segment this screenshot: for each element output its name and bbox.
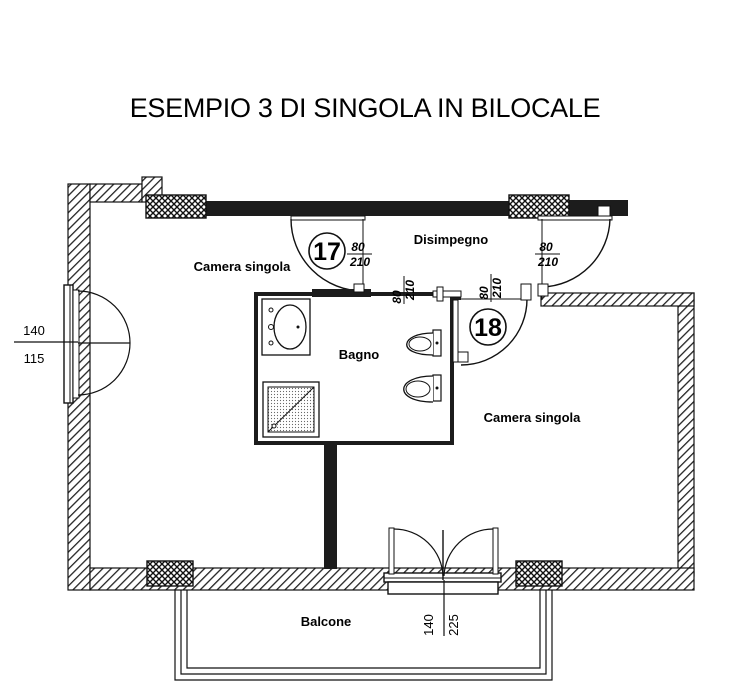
door-17-number: 17 (313, 238, 341, 266)
door-bagno-width: 80 (390, 290, 404, 304)
exterior-walls (67, 176, 695, 591)
window-left-width: 140 (23, 323, 45, 338)
bathroom-top-wall-right (371, 292, 434, 296)
door-bagno (432, 286, 462, 302)
pillar-top-right (508, 194, 570, 219)
wall-top (206, 201, 511, 216)
interior-walls (254, 292, 461, 569)
plan-title: ESEMPIO 3 DI SINGOLA IN BILOCALE (130, 93, 601, 123)
window-balcony-height: 225 (446, 614, 461, 636)
wall-right (677, 292, 695, 577)
room-bagno: Bagno (339, 347, 380, 362)
sink-icon (261, 298, 311, 356)
door-17-badge (308, 232, 346, 270)
pillar-bottom-left (146, 560, 194, 587)
window-balcony-width: 140 (421, 614, 436, 636)
pillar-bottom-right (515, 560, 563, 587)
door-18 (452, 283, 532, 366)
door-disimpegno-height: 210 (537, 255, 558, 269)
room-disimpegno: Disimpegno (414, 232, 488, 247)
bathroom-left-wall (254, 292, 258, 445)
balcony-railing (174, 590, 553, 681)
door-bagno-height: 210 (403, 280, 417, 301)
door-18-badge (469, 308, 507, 346)
wall-partition (324, 443, 337, 569)
door-17-height: 210 (349, 255, 370, 269)
door-18-width: 80 (477, 286, 491, 300)
pillar-top-left (145, 194, 207, 219)
bidet-icon (403, 374, 442, 403)
door-disimpegno (537, 205, 613, 300)
door-17 (290, 215, 371, 297)
toilet-icon (406, 329, 442, 357)
bathroom-bottom-wall (254, 441, 454, 445)
room-camera-left: Camera singola (194, 259, 292, 274)
door-18-number: 18 (474, 314, 502, 342)
bathroom-top-wall-left (254, 292, 315, 296)
bathroom-right-wall (450, 298, 454, 445)
door-disimpegno-width: 80 (539, 240, 553, 254)
door-17-width: 80 (351, 240, 365, 254)
shower-tray-icon (262, 381, 320, 438)
room-balcone: Balcone (301, 614, 352, 629)
wall-right-room-top (540, 292, 695, 307)
wall-top-left (89, 183, 143, 203)
window-left (14, 284, 131, 404)
balcony-door (383, 527, 502, 636)
room-camera-right: Camera singola (484, 410, 582, 425)
door-18-height: 210 (490, 278, 504, 299)
window-left-height: 115 (24, 351, 45, 366)
